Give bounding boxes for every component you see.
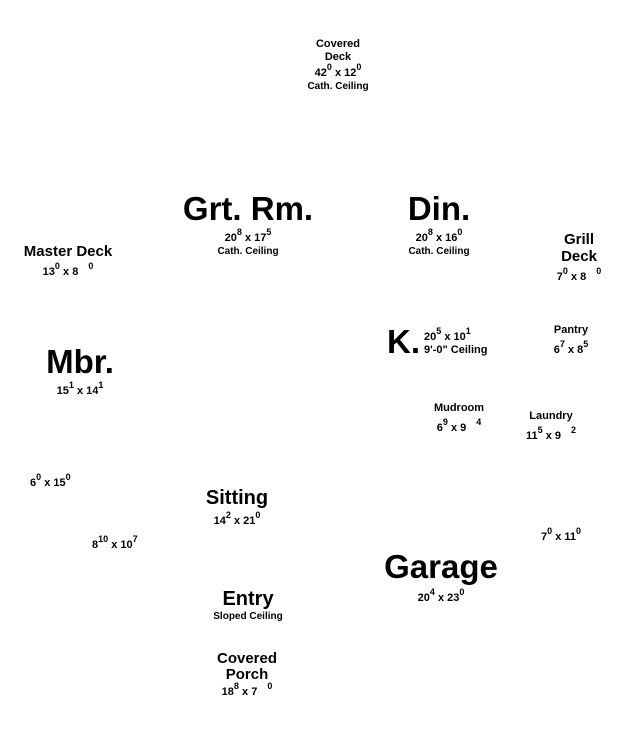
room-name: Garage [384, 548, 498, 585]
room-entry: Entry Sloped Ceiling [205, 589, 291, 622]
room-covered-deck: Covered Deck 420 x 120 Cath. Ceiling [303, 38, 373, 92]
room-kitchen: K. 205 x 101 9'-0" Ceiling [387, 325, 487, 358]
room-dimensions: 142 x 210 [213, 510, 261, 527]
room-master-bedroom: Mbr. 151 x 141 [40, 345, 120, 397]
room-name: Mudroom [433, 402, 485, 414]
room-name: Pantry [553, 324, 589, 336]
ceiling-note: Cath. Ceiling [307, 81, 369, 92]
room-sitting: Sitting 142 x 210 [198, 488, 276, 527]
room-dining: Din. 208 x 160 Cath. Ceiling [399, 192, 479, 257]
room-name: Entry [222, 588, 274, 610]
room-name: Covered [315, 38, 361, 50]
ceiling-note: 9'-0" Ceiling [424, 343, 488, 356]
ceiling-note: Cath. Ceiling [408, 246, 470, 257]
room-pantry: Pantry 67 x 85 [545, 324, 597, 356]
room-dimensions: 208 x 160 [415, 227, 463, 244]
room-dimensions: 70 x 110 [541, 526, 582, 543]
room-name: K. [387, 323, 420, 360]
room-dimensions: 60 x 150 [30, 472, 71, 489]
room-bath: 810 x 107 [92, 534, 138, 551]
room-name: Deck [561, 248, 597, 265]
room-name: Covered [216, 650, 278, 667]
room-dimensions: 205 x 101 [424, 325, 471, 343]
room-name: Laundry [529, 410, 573, 422]
room-dimensions: 204 x 230 [417, 587, 465, 604]
room-dimensions: 67 x 85 [553, 339, 589, 356]
room-storage: 70 x 110 [541, 526, 582, 543]
ceiling-note: Sloped Ceiling [213, 611, 283, 622]
room-name: Master Deck [23, 243, 113, 260]
room-name: Mbr. [46, 343, 114, 380]
room-closet: 60 x 150 [30, 472, 71, 489]
room-name: Grill [563, 231, 594, 248]
room-garage: Garage 204 x 230 [378, 550, 504, 604]
room-dimensions: 151 x 141 [56, 380, 104, 397]
room-dimensions: 810 x 107 [92, 534, 138, 551]
room-name: Porch [225, 666, 269, 683]
room-dimensions: 208 x 175 [224, 227, 272, 244]
room-great-room: Grt. Rm. 208 x 175 Cath. Ceiling [178, 192, 318, 257]
room-name: Din. [407, 190, 471, 227]
room-name: Sitting [205, 487, 269, 509]
ceiling-note: Cath. Ceiling [217, 246, 279, 257]
room-name: Deck [324, 51, 352, 63]
room-name: Grt. Rm. [182, 190, 314, 227]
room-dimensions: 420 x 120 [314, 62, 362, 79]
